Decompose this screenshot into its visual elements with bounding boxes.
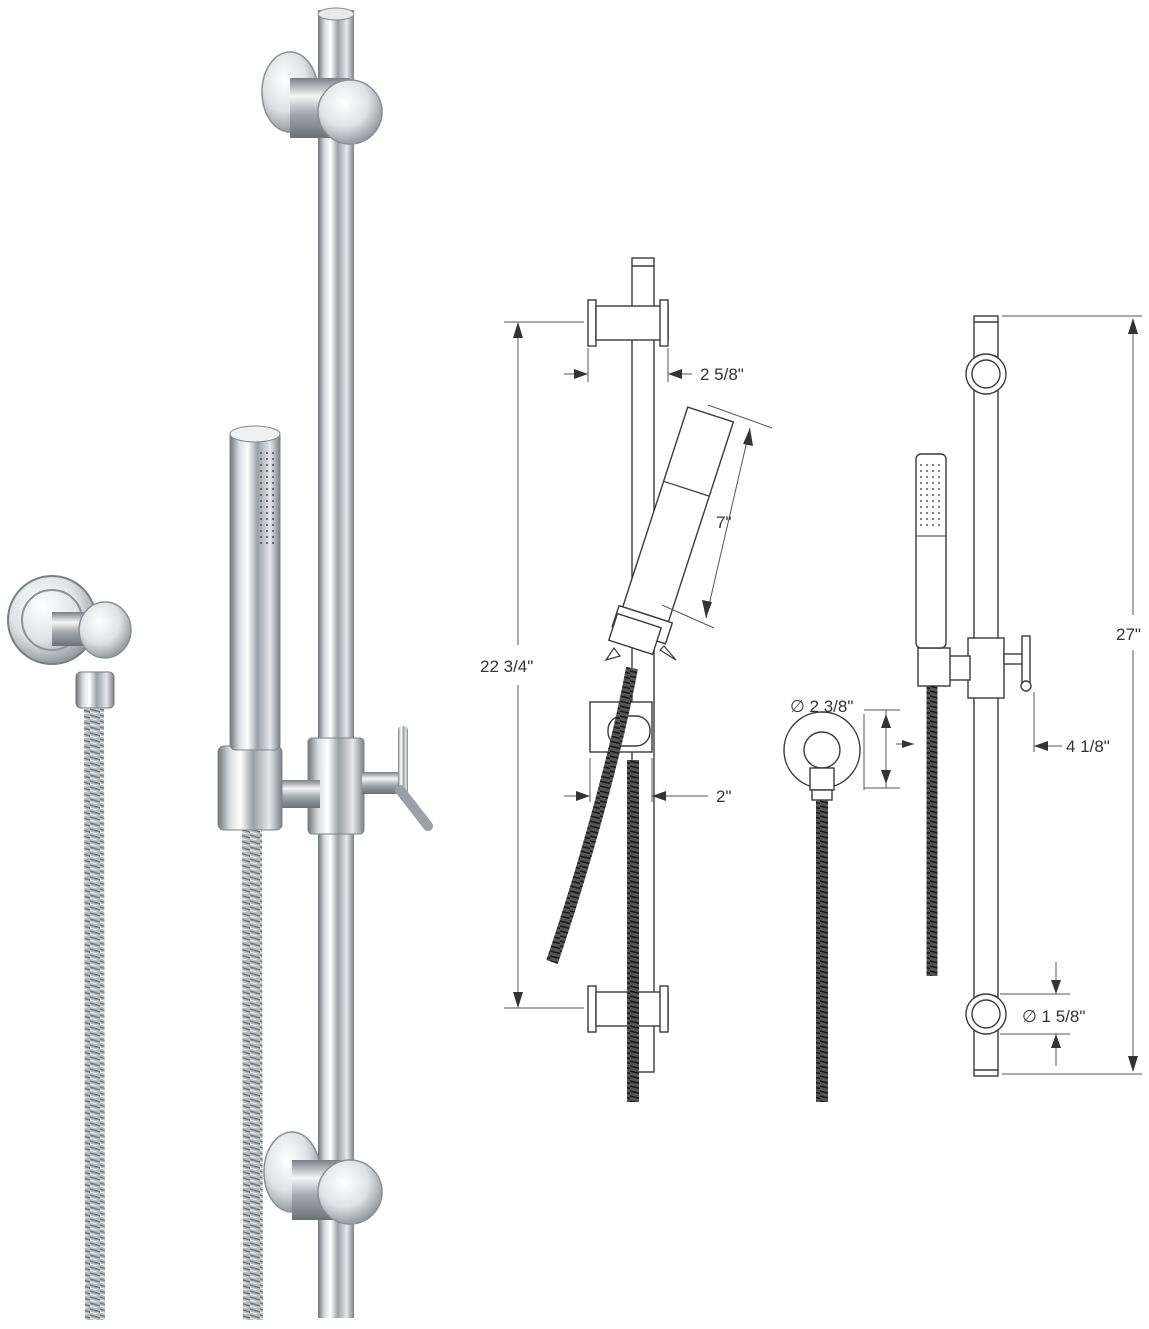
outlet-hose-render	[84, 707, 105, 1321]
total-height-label: 27"	[1116, 625, 1141, 644]
front-view-dimensions: 22 3/4" 2 5/8" 7" 2"	[480, 321, 773, 1009]
side-view-dimensions: 27" 4 1/8" ∅ 1 5/8"	[1000, 315, 1142, 1075]
side-view-drawing	[915, 315, 1032, 1077]
front-view-drawing	[546, 257, 735, 1102]
handshower-length-label: 7"	[716, 513, 732, 532]
slide-offset-label: 2"	[716, 787, 732, 806]
outlet-drawing	[783, 711, 861, 1102]
handshower-hose-render	[242, 829, 263, 1321]
holder-projection-label: 4 1/8"	[1066, 737, 1110, 756]
bar-diameter-label: ∅ 1 5/8"	[1022, 1007, 1085, 1026]
product-render	[7, 7, 433, 1321]
slide-bar-render	[261, 7, 383, 1318]
front-view-hose	[546, 666, 638, 964]
bracket-spacing-label: 22 3/4"	[480, 657, 533, 676]
mount-offset-label: 2 5/8"	[700, 365, 744, 384]
wall-outlet-render	[7, 575, 132, 709]
slider-holder-render	[217, 726, 433, 835]
handshower-render	[229, 425, 281, 751]
outlet-diameter-label: ∅ 2 3/8"	[790, 697, 853, 716]
outlet-dimensions: ∅ 2 3/8"	[790, 697, 914, 790]
